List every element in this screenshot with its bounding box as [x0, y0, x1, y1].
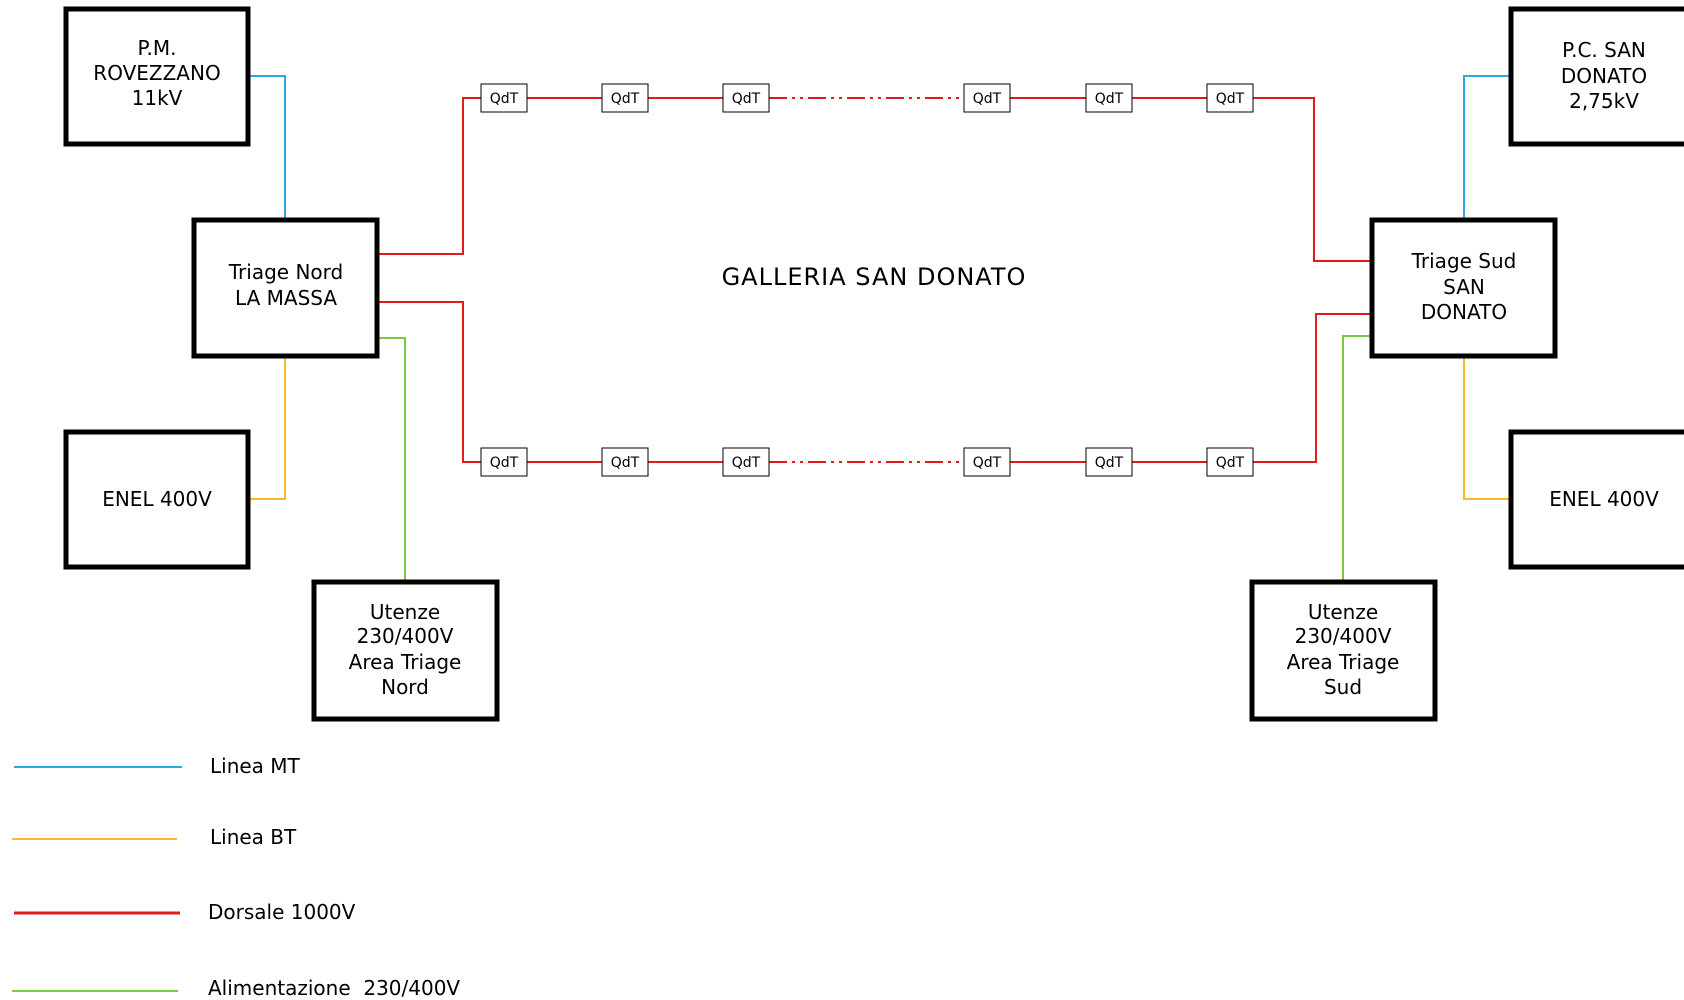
dorsale-bottom-east — [1253, 313, 1372, 463]
node-pc-san-donato-line-1: P.C. SAN — [1562, 38, 1646, 62]
alim-line-utenze-nord — [377, 337, 406, 582]
node-triage-sud: Triage Sud SAN DONATO — [1369, 217, 1558, 359]
node-triage-nord: Triage Nord LA MASSA — [191, 217, 380, 359]
legend-item-mt: Linea MT — [14, 754, 301, 778]
node-utenze-sud-line-2: 230/400V — [1295, 624, 1392, 648]
alim-line-utenze-sud — [1342, 335, 1372, 582]
qdt-label: QdT — [611, 455, 640, 471]
node-utenze-sud-line-3: Area Triage — [1287, 650, 1400, 674]
node-triage-sud-line-1: Triage Sud — [1411, 249, 1517, 273]
qdt-top-6: QdT — [1206, 83, 1254, 113]
node-pm-rovezzano-line-2: ROVEZZANO — [93, 61, 220, 85]
node-triage-nord-line-2: LA MASSA — [235, 286, 337, 310]
qdt-label: QdT — [973, 455, 1002, 471]
mt-line-rovezzano-nord — [248, 75, 286, 220]
legend-label-alimentazione: Alimentazione 230/400V — [208, 976, 460, 1000]
node-utenze-nord: Utenze 230/400V Area Triage Nord — [311, 579, 500, 722]
qdt-bottom-4: QdT — [963, 447, 1011, 477]
node-utenze-sud-line-1: Utenze — [1308, 600, 1378, 624]
node-triage-sud-line-2: SAN — [1443, 275, 1485, 299]
legend-label-mt: Linea MT — [210, 754, 301, 778]
legend-label-bt: Linea BT — [210, 825, 297, 849]
qdt-label: QdT — [1216, 455, 1245, 471]
qdt-label: QdT — [973, 91, 1002, 107]
node-utenze-nord-line-2: 230/400V — [357, 624, 454, 648]
node-triage-nord-line-1: Triage Nord — [228, 260, 343, 284]
node-enel-nord-line-1: ENEL 400V — [102, 487, 212, 511]
qdt-label: QdT — [732, 91, 761, 107]
legend-item-dorsale: Dorsale 1000V — [14, 900, 356, 924]
node-enel-sud: ENEL 400V — [1508, 429, 1684, 570]
node-utenze-nord-line-3: Area Triage — [349, 650, 462, 674]
node-triage-sud-line-3: DONATO — [1421, 300, 1507, 324]
mt-line-sandonato-sud — [1463, 75, 1511, 220]
qdt-top-1: QdT — [480, 83, 528, 113]
dorsale-top-west — [377, 97, 481, 255]
qdt-label: QdT — [1095, 91, 1124, 107]
qdt-label: QdT — [490, 455, 519, 471]
node-pm-rovezzano-line-3: 11kV — [132, 86, 183, 110]
node-utenze-nord-line-4: Nord — [381, 675, 429, 699]
node-utenze-sud: Utenze 230/400V Area Triage Sud — [1249, 579, 1438, 722]
qdt-bottom-2: QdT — [601, 447, 649, 477]
node-utenze-sud-line-4: Sud — [1324, 675, 1362, 699]
node-pc-san-donato-line-2: DONATO — [1561, 64, 1647, 88]
node-pc-san-donato: P.C. SAN DONATO 2,75kV — [1508, 6, 1684, 147]
legend-item-bt: Linea BT — [12, 825, 297, 849]
dorsale-top-east — [1253, 97, 1372, 262]
diagram-title: GALLERIA SAN DONATO — [722, 263, 1027, 291]
qdt-top-3: QdT — [722, 83, 770, 113]
legend-label-dorsale: Dorsale 1000V — [208, 900, 356, 924]
qdt-label: QdT — [732, 455, 761, 471]
node-pc-san-donato-line-3: 2,75kV — [1569, 89, 1639, 113]
node-pm-rovezzano-line-1: P.M. — [138, 36, 177, 60]
node-utenze-nord-line-1: Utenze — [370, 600, 440, 624]
node-pm-rovezzano: P.M. ROVEZZANO 11kV — [63, 6, 251, 147]
bt-line-enel-sud — [1463, 356, 1511, 500]
node-enel-nord: ENEL 400V — [63, 429, 251, 570]
node-enel-sud-line-1: ENEL 400V — [1549, 487, 1659, 511]
qdt-bottom-5: QdT — [1085, 447, 1133, 477]
qdt-bottom-3: QdT — [722, 447, 770, 477]
qdt-label: QdT — [1216, 91, 1245, 107]
qdt-top-5: QdT — [1085, 83, 1133, 113]
legend-item-alimentazione: Alimentazione 230/400V — [12, 976, 460, 1000]
qdt-bottom-6: QdT — [1206, 447, 1254, 477]
bt-line-enel-nord — [248, 356, 286, 500]
qdt-bottom-1: QdT — [480, 447, 528, 477]
qdt-top-4: QdT — [963, 83, 1011, 113]
qdt-label: QdT — [611, 91, 640, 107]
qdt-label: QdT — [490, 91, 519, 107]
legend: Linea MT Linea BT Dorsale 1000V Alimenta… — [12, 754, 460, 1000]
dorsale-bottom-west — [377, 301, 481, 463]
qdt-top-2: QdT — [601, 83, 649, 113]
qdt-label: QdT — [1095, 455, 1124, 471]
